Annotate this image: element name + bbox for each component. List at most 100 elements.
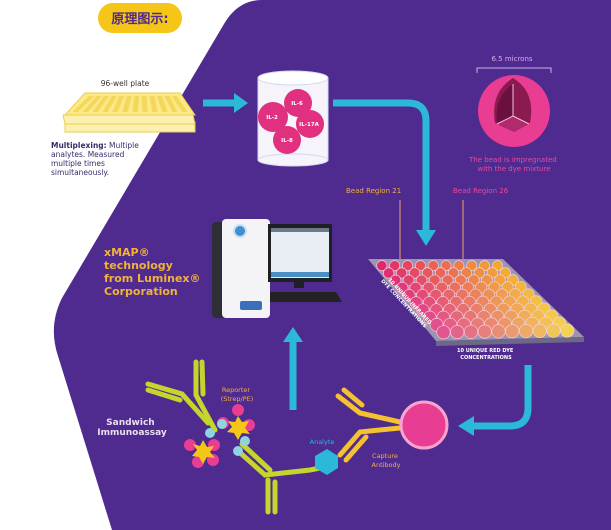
plate-well	[427, 260, 439, 272]
bead-caption: The bead is impregnated with the dye mix…	[468, 156, 559, 173]
plate-96-well	[132, 108, 139, 110]
arrow-heads	[234, 93, 474, 436]
plate-96-well	[149, 102, 157, 104]
plate-well	[376, 260, 388, 272]
plate-96-well	[132, 102, 140, 104]
plate-96-well	[141, 110, 149, 112]
plate-96-well	[179, 108, 187, 110]
plate-96-well	[87, 96, 94, 98]
bead-label: IL-2	[266, 115, 278, 121]
arrow-head-up	[283, 327, 303, 342]
plate-96-well	[160, 108, 168, 110]
plate-96-well	[104, 106, 112, 108]
plate-96-well	[133, 96, 140, 98]
bead-region-26-label: Bead Region 26	[453, 187, 509, 195]
plate-96-well	[116, 100, 123, 102]
plate-96-well	[110, 96, 117, 98]
bead-region-wells	[376, 260, 575, 340]
plate-96-well	[175, 102, 183, 104]
plate-96-well	[95, 96, 102, 98]
plate-well	[477, 324, 492, 339]
plate-96-well	[79, 104, 86, 106]
bead-label: IL-6	[291, 101, 303, 107]
plate-96-well	[141, 98, 148, 100]
plate-96-well	[148, 96, 156, 98]
plate-96-well	[113, 108, 120, 110]
bead-tube-icon	[257, 70, 329, 167]
plate-96-well	[122, 110, 129, 112]
plate-96-well	[96, 104, 104, 106]
plate-96-wells	[72, 96, 188, 112]
plate-96-well	[141, 106, 148, 108]
plate-96-well	[74, 108, 82, 110]
plate-96-well	[82, 110, 90, 112]
plate-96-well	[168, 104, 175, 106]
plate-96-well	[150, 104, 157, 106]
plate-well	[402, 260, 413, 272]
plate-96-well	[84, 108, 91, 110]
analyte-label: Analyte	[310, 438, 335, 446]
plate-96-well	[131, 110, 139, 112]
arrow-plate-to-assay	[472, 365, 532, 430]
luminex-instrument-icon	[212, 219, 270, 318]
plate-96-well	[113, 106, 121, 108]
header-pill	[98, 3, 182, 33]
analyte-icon	[315, 449, 338, 475]
header-title: 原理图示:	[111, 12, 168, 27]
plate-96-well	[170, 108, 177, 110]
plate-96-well	[93, 98, 100, 100]
plate-96-well	[157, 100, 165, 102]
plate-96-well	[102, 110, 109, 112]
plate-96-well	[124, 100, 132, 102]
plate-96-well	[77, 106, 84, 108]
plate-well	[463, 324, 478, 339]
plate-well	[421, 267, 434, 279]
plate-well	[414, 260, 426, 272]
plate-96-well	[141, 102, 148, 104]
plate-96-well	[167, 102, 174, 104]
plate-96-well	[108, 100, 115, 102]
plate-96-well	[125, 98, 132, 100]
reporter-molecules-icon	[184, 404, 255, 468]
plate-96-well	[109, 98, 116, 100]
plate-96-well	[112, 110, 119, 112]
plate-96-well	[177, 104, 184, 106]
plate-96-well	[150, 106, 158, 108]
plate-96-well	[132, 106, 139, 108]
reporter-label: Reporter (Strep/PE)	[221, 386, 254, 403]
plate-96-well	[88, 104, 95, 106]
plate-96-well	[85, 98, 92, 100]
plate-96-well	[159, 104, 166, 106]
plate-96-well	[160, 106, 167, 108]
plate-96-well	[122, 108, 129, 110]
multiplexing-text: Multiplexing: Multiple analytes. Measure…	[51, 141, 141, 177]
computer-monitor-icon	[268, 224, 342, 302]
plate-96-well	[151, 108, 158, 110]
keyboard-icon	[270, 292, 342, 302]
plate-96-well	[161, 110, 168, 112]
plate-96-well	[118, 96, 125, 98]
plate-96-well	[99, 100, 107, 102]
plate-96-well	[94, 108, 101, 110]
plate-edge	[436, 337, 584, 346]
plate-96-well	[132, 104, 139, 106]
plate-96-well	[169, 106, 176, 108]
plate-96-well	[133, 98, 140, 100]
plate-96-well	[102, 96, 110, 98]
plate-well	[436, 325, 451, 340]
plate-well	[389, 274, 402, 287]
plate-96-well	[141, 100, 148, 102]
plate-96-well	[101, 98, 108, 100]
plate-96-well	[157, 98, 164, 100]
plate-well	[518, 324, 533, 339]
detection-antibody-icon	[145, 359, 323, 515]
plate-96-well	[107, 102, 114, 104]
plate-96-well	[114, 104, 122, 106]
plate-96-well	[81, 102, 88, 104]
plate-96-well	[181, 110, 188, 112]
plate-well	[453, 260, 465, 272]
plate-96-well	[103, 108, 110, 110]
plate-96-well	[164, 96, 171, 98]
